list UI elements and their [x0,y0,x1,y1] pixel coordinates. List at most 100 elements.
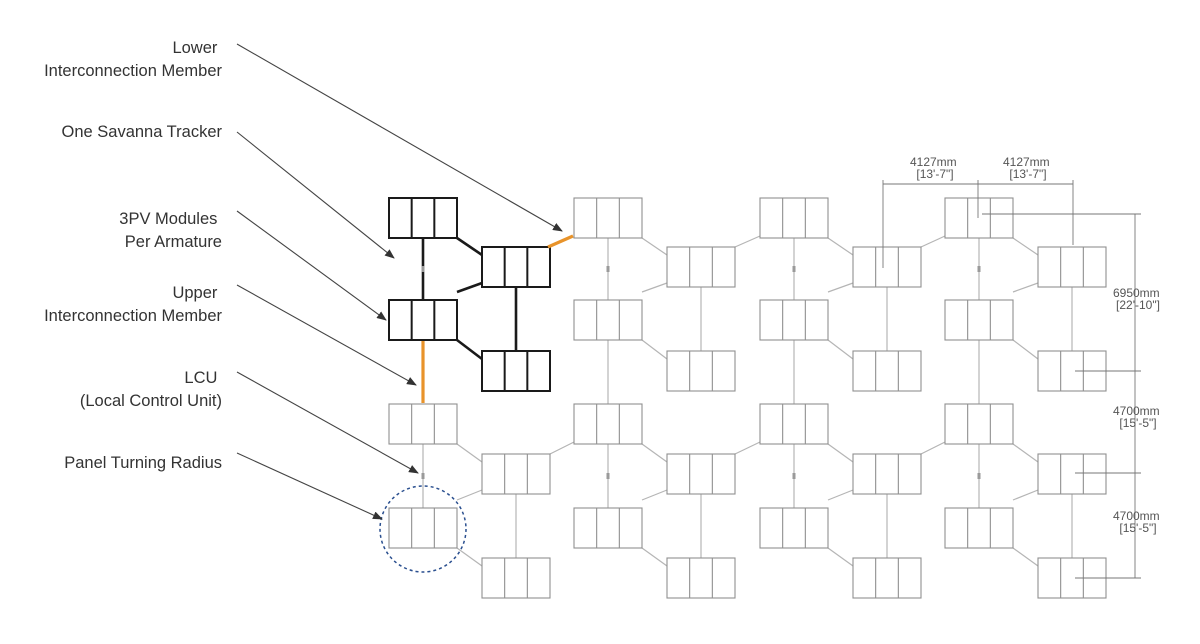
tracker-arm [456,489,483,501]
lcu-marker [421,473,425,479]
tracker-arm [456,281,483,294]
pv-armature [666,246,736,288]
pv-armature-frame [944,299,1014,341]
pv-armature [481,246,551,288]
pv-armature-frame [573,197,643,239]
tracker-arm [456,443,483,463]
pv-armature-frame [944,403,1014,445]
leader-3pv-modules [236,210,387,321]
tracker-arm [827,339,854,360]
tracker-arm [641,237,668,256]
tracker-arm [641,282,668,293]
pv-armature [481,453,551,495]
tracker-arm [1012,547,1039,567]
pv-armature-frame [388,197,458,239]
lower-interconnection-member [734,441,761,455]
dim-block-spacing-2: 4700mm [15'-5"] [1113,509,1163,535]
label-lower-interconnection: Lower Interconnection Member [44,39,222,80]
pv-armature [944,197,1014,239]
label-3pv-modules: 3PV Modules Per Armature [119,210,222,251]
pv-armature [852,350,922,392]
pv-armature [759,507,829,549]
pv-armature [944,507,1014,549]
tracker-arm [1012,489,1039,501]
tracker-arm [456,236,483,257]
pv-armature-frame [573,299,643,341]
tracker-arm [1012,237,1039,256]
leader-one-tracker [236,131,395,259]
lower-interconnection-member [734,235,761,248]
pv-armature [481,557,551,599]
label-turning-radius: Panel Turning Radius [64,454,222,472]
pv-armature-frame [759,507,829,549]
pv-armature-frame [944,507,1014,549]
highlighted-tracker-connectors [421,236,518,361]
pv-armature-frame [759,403,829,445]
pv-armature-frame [1037,246,1107,288]
pv-armature-frame [573,507,643,549]
pv-armature-frame [666,246,736,288]
pv-armature-frame [388,403,458,445]
lcu-marker [977,266,981,272]
pv-armature-frame [388,507,458,549]
tracker-arm [827,443,854,463]
callout-labels: Lower Interconnection Member One Savanna… [44,39,222,472]
pv-armature-frame [481,557,551,599]
lower-interconnection-member [549,441,575,455]
pv-armature [944,403,1014,445]
pv-armature [852,453,922,495]
dim-spacing-1: 4127mm [13'-7"] [910,155,960,181]
pv-armature-frame [759,197,829,239]
tracker-arm [641,339,668,360]
leader-lines [236,43,563,520]
leader-lcu [236,371,419,474]
pv-armature [573,403,643,445]
lcu-marker [606,473,610,479]
pv-armature-frame [666,350,736,392]
tracker-arm [1012,339,1039,360]
tracker-arm [456,547,483,567]
tracker-arm [641,547,668,567]
leader-lower-interconnection [236,43,563,232]
leader-upper-interconnection [236,284,417,386]
pv-armature-frame [666,557,736,599]
pv-armature [1037,453,1107,495]
pv-armature-frame [481,350,551,392]
pv-armature-frame [388,299,458,341]
pv-armature-frame [944,197,1014,239]
pv-armatures [388,197,1107,599]
dim-spacing-2: 4127mm [13'-7"] [1003,155,1053,181]
pv-armature [852,246,922,288]
pv-armature [759,197,829,239]
tracker-arm [456,338,483,361]
lower-interconnection-member [920,441,946,455]
lcu-marker [792,473,796,479]
pv-armature-frame [1037,453,1107,495]
pv-armature [759,403,829,445]
pv-armature [759,299,829,341]
pv-armature-frame [852,246,922,288]
dim-row-spacing: 6950mm [22'-10"] [1113,286,1163,312]
lower-interconnection-member [920,235,946,248]
lcu-marker [421,266,425,272]
pv-armature [666,453,736,495]
pv-armature [388,299,458,341]
pv-armature [388,507,458,549]
pv-armature-frame [573,403,643,445]
dim-block-spacing-1: 4700mm [15'-5"] [1113,404,1163,430]
label-one-tracker: One Savanna Tracker [61,123,222,141]
pv-armature-frame [852,453,922,495]
tracker-arm [827,489,854,501]
label-lcu: LCU (Local Control Unit) [80,369,222,410]
tracker-arm [827,547,854,567]
lower-interconnection-member-highlight [547,234,574,249]
pv-armature [388,197,458,239]
pv-armature [852,557,922,599]
tracker-arm [1012,282,1039,293]
pv-armature [666,557,736,599]
tracker-arm [641,443,668,463]
dimension-lines: 4127mm [13'-7"] 4127mm [13'-7"] 6950mm [… [882,155,1163,579]
pv-armature [573,299,643,341]
tracker-arm [827,282,854,293]
pv-armature [573,197,643,239]
